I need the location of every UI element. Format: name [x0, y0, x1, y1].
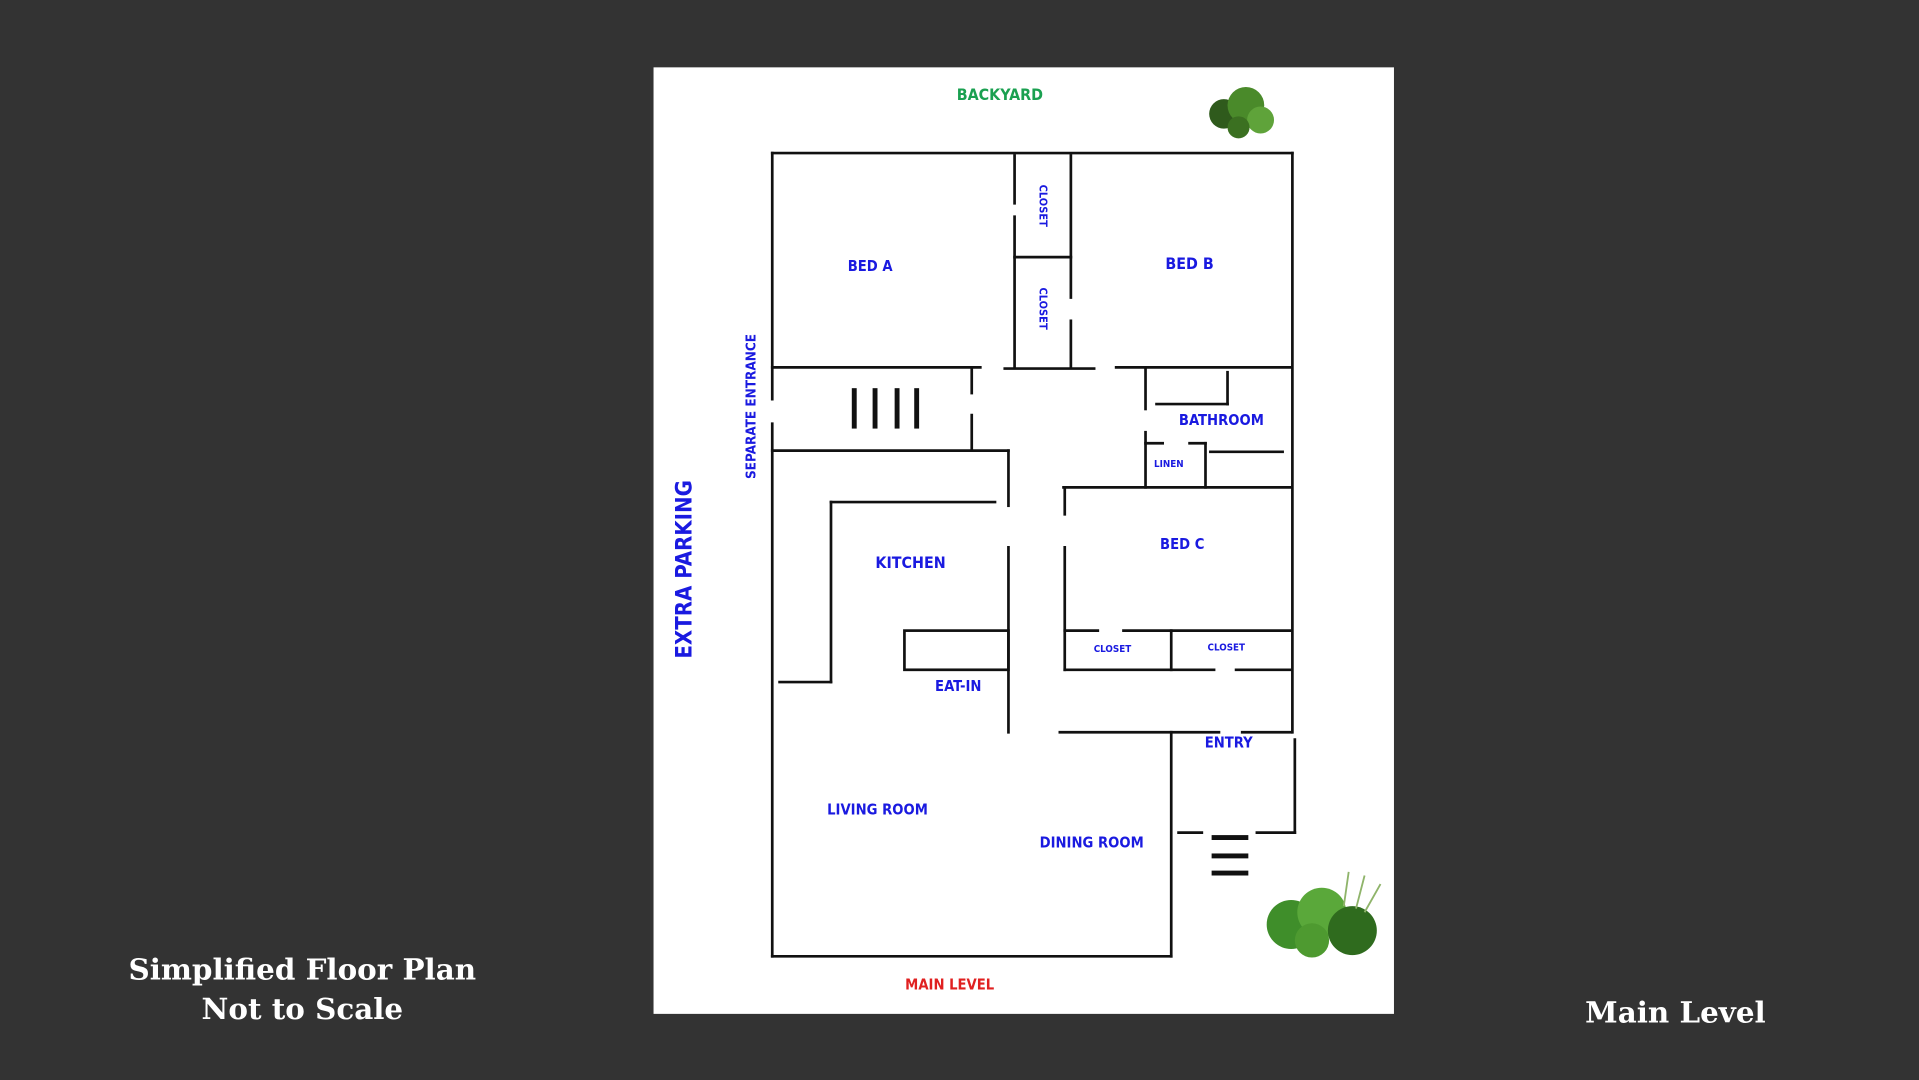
shrub-top	[1209, 86, 1275, 139]
stairs-side	[851, 388, 920, 429]
entry-label: ENTRY	[1205, 734, 1253, 751]
floorplan-paper	[653, 67, 1394, 1014]
caption-line-2: Not to Scale	[202, 991, 404, 1026]
linen-label: LINEN	[1154, 459, 1184, 470]
living-room-label: LIVING ROOM	[827, 802, 928, 819]
level-title: Main Level	[1585, 994, 1766, 1029]
bed-c-label: BED C	[1160, 536, 1204, 553]
walls	[770, 151, 1297, 958]
bed-a-label: BED A	[848, 258, 894, 275]
main-level-label: MAIN LEVEL	[905, 977, 995, 994]
closet-top-label: CLOSET	[1037, 185, 1050, 227]
bathroom-label: BATHROOM	[1179, 412, 1264, 429]
backyard-label: BACKYARD	[957, 85, 1043, 104]
closet-c2-label: CLOSET	[1208, 643, 1246, 654]
caption-line-1: Simplified Floor Plan	[129, 952, 477, 987]
kitchen-label: KITCHEN	[875, 553, 945, 572]
stairs-front	[1211, 835, 1249, 876]
closet-mid-label: CLOSET	[1037, 287, 1050, 329]
shrub-bottom	[1266, 871, 1382, 958]
separate-entrance-label: SEPARATE ENTRANCE	[744, 334, 759, 479]
extra-parking-label: EXTRA PARKING	[672, 480, 697, 658]
eat-in-label: EAT-IN	[935, 678, 981, 695]
bed-b-label: BED B	[1165, 254, 1213, 273]
closet-c1-label: CLOSET	[1094, 644, 1132, 655]
dining-room-label: DINING ROOM	[1040, 835, 1144, 852]
